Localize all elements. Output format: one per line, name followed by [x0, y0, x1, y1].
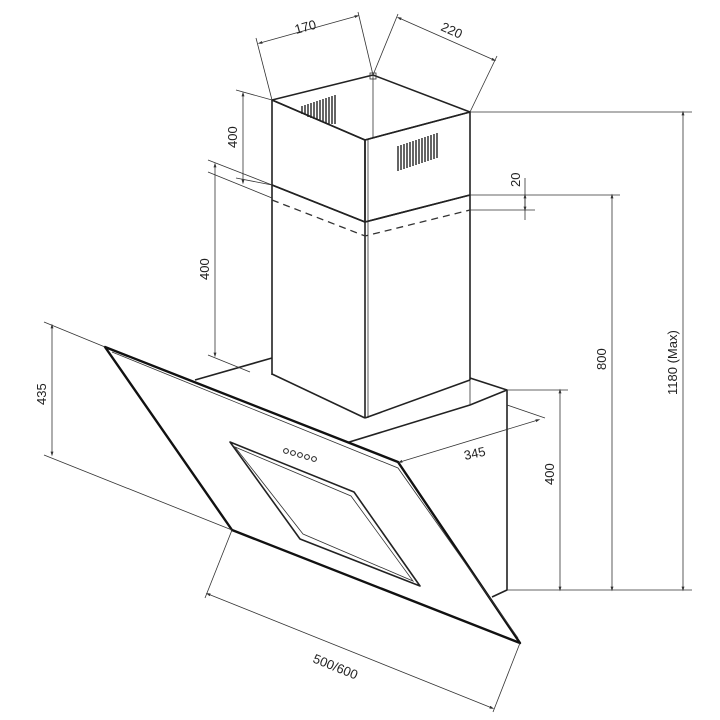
dimension-labels: 170 220 400 400 20 800 1180 (Max) 400 43…	[34, 17, 680, 683]
button-2[interactable]	[290, 450, 296, 456]
label-overlap: 20	[508, 173, 523, 187]
label-chimney-width: 170	[293, 17, 318, 37]
label-body-height: 400	[542, 463, 557, 485]
button-4[interactable]	[304, 454, 310, 460]
extension-lines	[43, 11, 692, 713]
label-upper-chimney-height: 400	[225, 126, 240, 148]
vent-slots	[301, 95, 438, 171]
label-min-height: 800	[594, 348, 609, 370]
label-chimney-depth: 220	[439, 19, 465, 42]
label-width: 500/600	[311, 651, 360, 683]
button-3[interactable]	[297, 452, 303, 458]
hood-body	[194, 357, 508, 598]
dimension-lines	[50, 15, 685, 709]
control-buttons[interactable]	[283, 448, 317, 462]
glass-panel	[103, 345, 522, 645]
upper-chimney	[271, 72, 471, 223]
label-max-height: 1180 (Max)	[665, 330, 680, 395]
label-panel-height: 435	[34, 383, 49, 405]
button-1[interactable]	[283, 448, 289, 454]
button-5[interactable]	[311, 456, 317, 462]
label-lower-chimney-height: 400	[197, 258, 212, 280]
label-body-depth: 345	[463, 444, 487, 463]
